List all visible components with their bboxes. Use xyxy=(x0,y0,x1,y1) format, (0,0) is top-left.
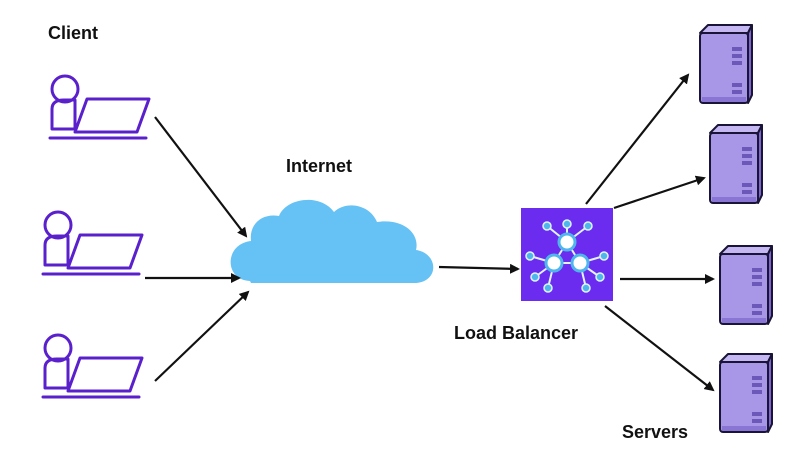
internet-label: Internet xyxy=(286,156,352,176)
load-balancer xyxy=(521,208,613,301)
client-3 xyxy=(41,333,144,399)
server-tower-icon xyxy=(719,245,773,325)
laptop-user-icon xyxy=(41,210,144,276)
client-2 xyxy=(41,210,144,276)
client-1 xyxy=(48,74,151,140)
server-3 xyxy=(719,245,773,325)
server-tower-icon xyxy=(699,24,753,104)
servers-label: Servers xyxy=(622,422,688,442)
cloud-icon xyxy=(230,199,434,283)
load-balancer-label: Load Balancer xyxy=(454,323,578,343)
arrow-load-balancer-to-server-2 xyxy=(613,175,706,210)
hub-core-nodes xyxy=(544,232,590,273)
server-tower-icon xyxy=(709,124,763,204)
laptop-user-icon xyxy=(48,74,151,140)
arrow-load-balancer-to-server-1 xyxy=(585,73,690,205)
server-4 xyxy=(719,353,773,433)
internet-cloud xyxy=(230,199,434,283)
connection-arrows xyxy=(145,73,715,392)
client-label: Client xyxy=(48,23,98,43)
arrow-client-3-to-internet xyxy=(154,290,250,382)
server-tower-icon xyxy=(719,353,773,433)
arrow-client-1-to-internet xyxy=(154,116,248,238)
hub-nodes xyxy=(525,219,609,293)
arrow-internet-to-load-balancer xyxy=(438,263,520,274)
laptop-user-icon xyxy=(41,333,144,399)
server-1 xyxy=(699,24,753,104)
arrow-load-balancer-to-server-4 xyxy=(604,305,715,392)
server-2 xyxy=(709,124,763,204)
